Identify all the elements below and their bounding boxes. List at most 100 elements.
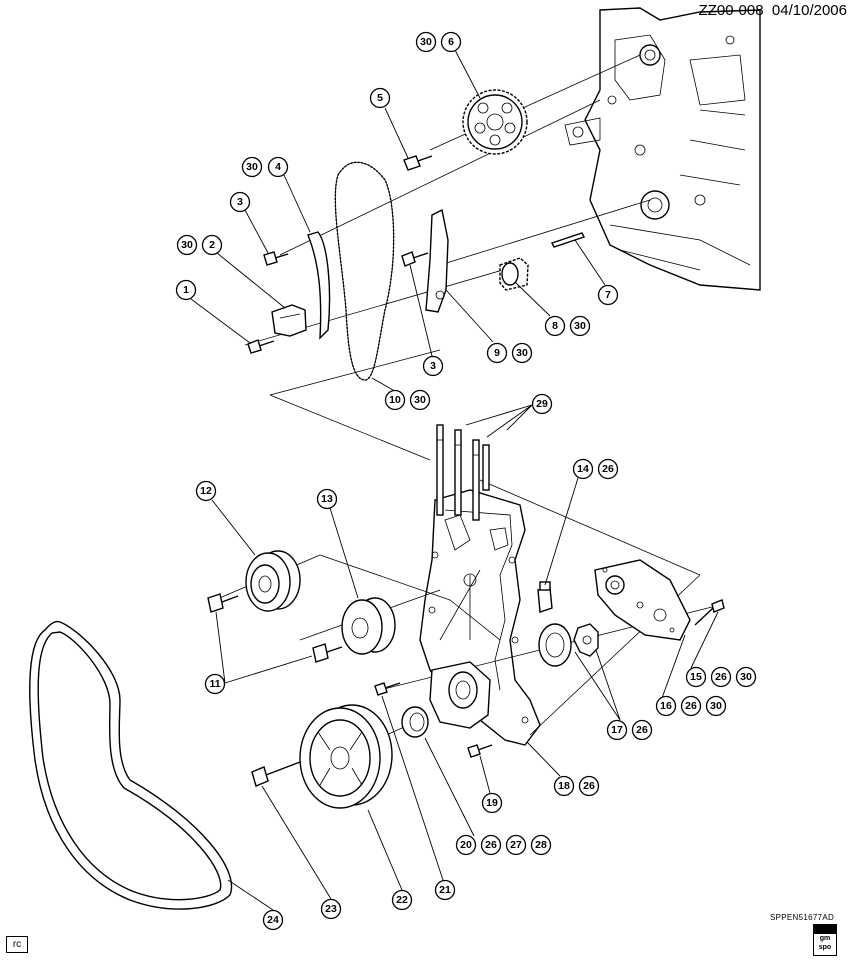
callout-label: 26 (602, 463, 614, 475)
callout: 17 (606, 719, 628, 741)
callout-label: 30 (414, 394, 426, 406)
callout-label: 27 (510, 839, 522, 851)
callout: 29 (531, 393, 553, 415)
cover-studs (436, 424, 490, 521)
callout-label: 19 (486, 797, 498, 809)
engine-block (564, 7, 761, 291)
callout-label: 6 (448, 36, 454, 48)
callout: 22 (391, 889, 413, 911)
callout-label: 15 (690, 671, 702, 683)
callout-label: 3 (430, 360, 436, 372)
callout: 30 (705, 695, 727, 717)
oil-pump-rotors (538, 623, 599, 667)
callout-label: 9 (494, 347, 500, 359)
callout-label: 24 (267, 914, 279, 926)
corner-label: rc (6, 936, 28, 953)
callout: 30 (511, 342, 533, 364)
callout: 2 (201, 234, 223, 256)
callout: 3 (229, 191, 251, 213)
front-cover (419, 489, 541, 746)
logo-top-text: gm (819, 935, 831, 942)
callout-label: 7 (605, 289, 611, 301)
callout: 26 (710, 666, 732, 688)
gm-spo-logo: gm spo (813, 924, 837, 956)
callout: 26 (631, 719, 653, 741)
callout: 3 (422, 355, 444, 377)
center-lines (214, 54, 721, 761)
callout: 18 (553, 775, 575, 797)
callout-label: 5 (377, 92, 383, 104)
callout-label: 8 (552, 320, 558, 332)
camshaft-sprocket (462, 89, 528, 155)
crankshaft-pulley (299, 704, 393, 809)
callout: 30 (176, 234, 198, 256)
callout-label: 30 (710, 700, 722, 712)
callout: 9 (486, 342, 508, 364)
callout-label: 11 (209, 678, 220, 690)
crank-position-sensor (537, 581, 553, 613)
callout: 23 (320, 898, 342, 920)
chain-tensioner (271, 304, 307, 337)
callout-label: 30 (574, 320, 586, 332)
callout: 6 (440, 31, 462, 53)
oil-pump-cover (594, 559, 691, 641)
callout: 27 (505, 834, 527, 856)
callout: 15 (685, 666, 707, 688)
guide-bolt-upper (263, 251, 289, 266)
cover-bolt-upper (374, 682, 401, 696)
callout-label: 30 (516, 347, 528, 359)
callout: 20 (455, 834, 477, 856)
callout-label: 29 (536, 398, 548, 410)
callout: 30 (409, 389, 431, 411)
callout: 30 (415, 31, 437, 53)
leader-lines (190, 49, 719, 911)
callout: 24 (262, 909, 284, 931)
callout-label: 26 (485, 839, 497, 851)
callout-label: 30 (420, 36, 432, 48)
guide-bolt-lower (401, 251, 429, 267)
logo-bottom-text: spo (818, 944, 832, 951)
callout: 26 (578, 775, 600, 797)
callout-label: 26 (583, 780, 595, 792)
drive-belt (29, 620, 233, 910)
callout-label: 26 (685, 700, 697, 712)
callout: 12 (195, 480, 217, 502)
water-pump-pulley (245, 550, 301, 612)
callout: 26 (680, 695, 702, 717)
callout: 1 (175, 279, 197, 301)
callout: 30 (241, 156, 263, 178)
callout-label: 21 (439, 884, 451, 896)
callout: 30 (569, 315, 591, 337)
callout: 26 (597, 458, 619, 480)
callout-label: 22 (396, 894, 408, 906)
callout-label: 20 (460, 839, 472, 851)
callout-label: 14 (577, 463, 589, 475)
callout: 8 (544, 315, 566, 337)
callout-label: 12 (200, 485, 212, 497)
crankshaft-key (551, 232, 585, 248)
pulley-bolt-lower (312, 643, 343, 663)
callout: 30 (735, 666, 757, 688)
pulley-bolt-upper (207, 593, 239, 613)
callout-label: 30 (246, 161, 258, 173)
callout-label: 13 (321, 493, 333, 505)
callout-label: 18 (558, 780, 570, 792)
callout: 7 (597, 284, 619, 306)
callout-label: 26 (636, 724, 648, 736)
callout: 4 (267, 156, 289, 178)
callout: 16 (655, 695, 677, 717)
callout: 11 (204, 673, 226, 695)
callout: 21 (434, 879, 456, 901)
drawing-code: SPPEN51677AD (770, 913, 835, 922)
pump-cover-screw (694, 599, 725, 626)
callout-label: 23 (325, 903, 337, 915)
timing-chain (334, 161, 395, 381)
callout: 14 (572, 458, 594, 480)
callout: 5 (369, 87, 391, 109)
front-oil-seal (401, 706, 429, 738)
sprocket-bolt (403, 155, 433, 171)
callout-label: 2 (209, 239, 215, 251)
crankshaft-sprocket (499, 257, 529, 291)
callout-label: 3 (237, 196, 243, 208)
cover-bolt-lower (467, 744, 493, 758)
